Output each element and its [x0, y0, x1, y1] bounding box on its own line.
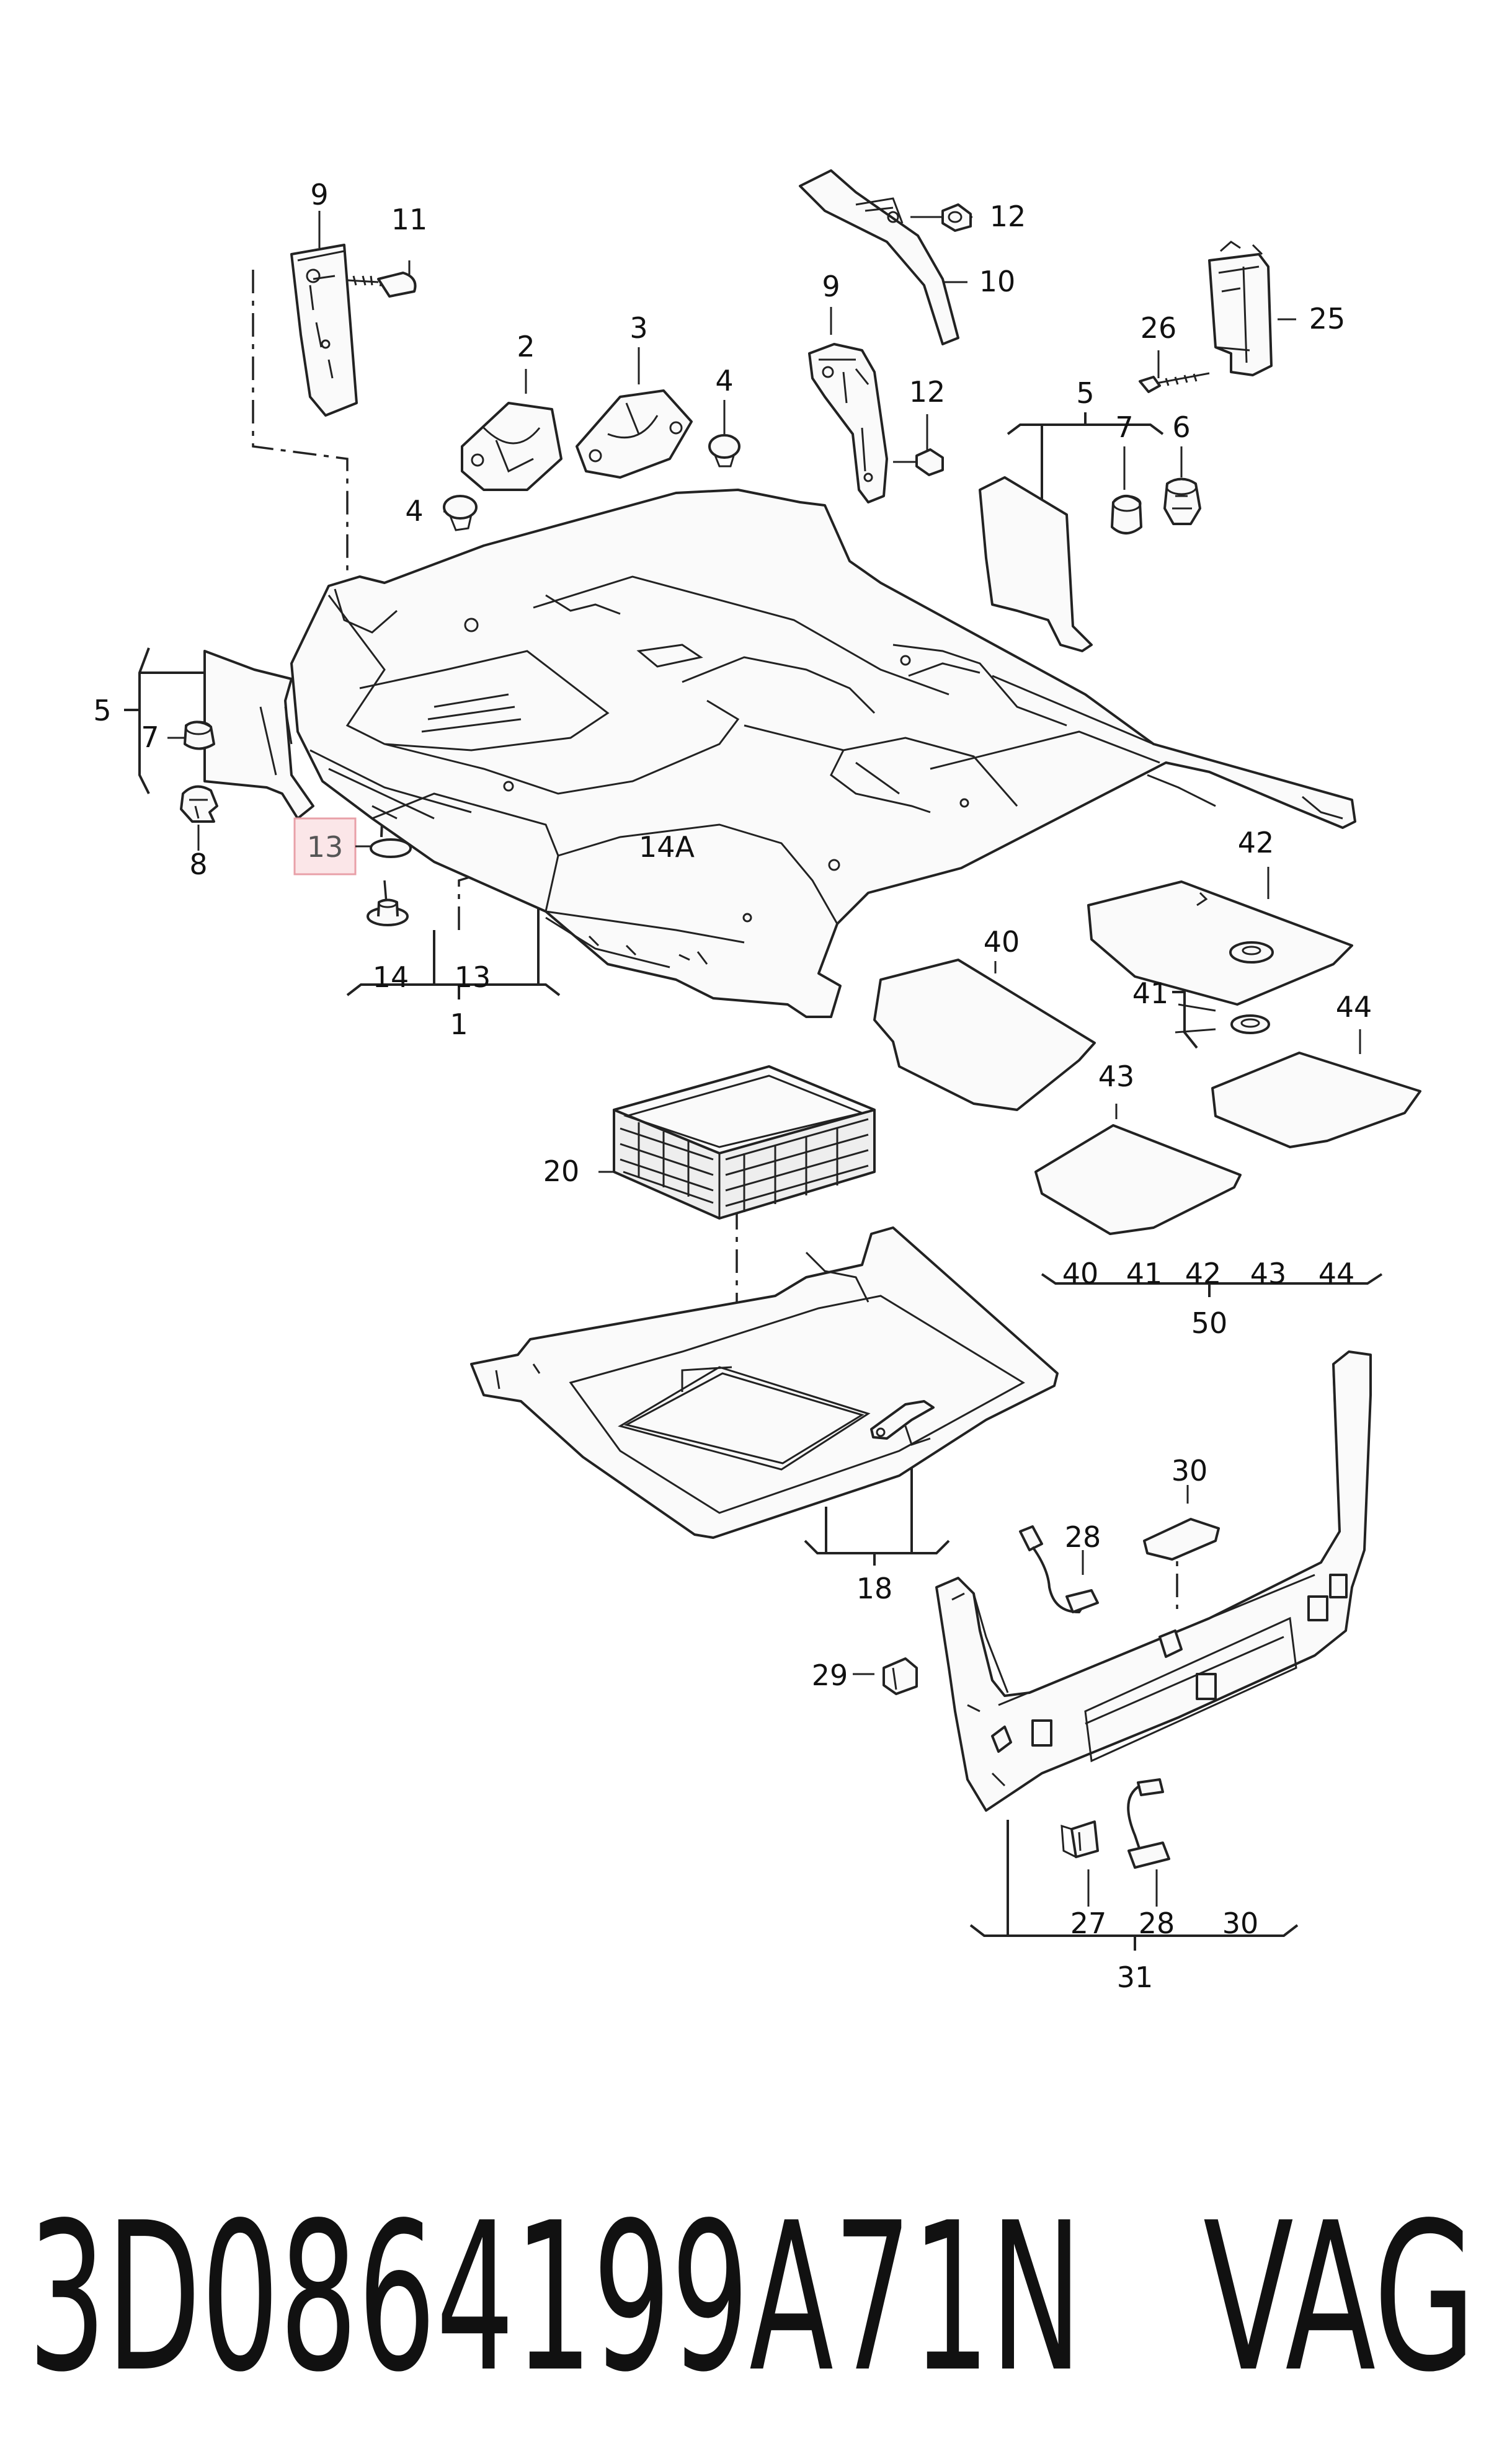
label-44: 44	[1336, 990, 1372, 1024]
part-30-cover	[1143, 1518, 1220, 1561]
part-11-bolt	[347, 272, 417, 298]
bracket-18	[804, 1438, 950, 1566]
label-10: 10	[979, 265, 1016, 298]
label-4b: 4	[405, 494, 423, 528]
part-9-bracket-right	[808, 343, 888, 503]
part-31-rear-trim	[935, 1350, 1372, 1812]
label-29: 29	[812, 1659, 848, 1692]
part-6-plug	[1163, 477, 1201, 525]
part-9-bracket-left	[290, 244, 358, 417]
label-40: 40	[984, 925, 1020, 959]
label-28b: 28	[1139, 1907, 1175, 1940]
part-3-bracket	[576, 389, 693, 479]
label-30a: 30	[1172, 1454, 1208, 1487]
label-27: 27	[1070, 1907, 1107, 1940]
label-8: 8	[189, 848, 207, 881]
label-14: 14	[373, 960, 409, 994]
part-1-floor-carpet	[290, 489, 1356, 1018]
label-25: 25	[1309, 302, 1346, 335]
label-7b: 7	[1115, 410, 1133, 444]
bracket-31	[969, 1820, 1299, 1951]
label-50-43: 43	[1250, 1257, 1287, 1290]
bracket-5-right	[1007, 412, 1164, 508]
label-5b: 5	[1076, 376, 1094, 410]
label-6: 6	[1172, 410, 1190, 444]
label-4a: 4	[715, 364, 733, 397]
part-26-screw	[1139, 372, 1210, 393]
part-28-cable-upper	[1019, 1525, 1099, 1614]
part-25-bracket	[1208, 241, 1273, 376]
label-7a: 7	[141, 720, 159, 754]
label-31: 31	[1117, 1961, 1154, 1994]
part-29-clip	[883, 1657, 918, 1695]
bracket-50	[1041, 1273, 1383, 1297]
part-28-cable-lower	[1127, 1778, 1170, 1869]
part-8-clip	[180, 785, 218, 823]
part-20-crate	[613, 1065, 876, 1220]
label-3: 3	[629, 311, 647, 345]
part-5-panel-left	[203, 650, 314, 820]
part-18-tray	[470, 1226, 1059, 1539]
label-50-40: 40	[1062, 1257, 1099, 1290]
label-18: 18	[856, 1572, 893, 1605]
label-28a: 28	[1065, 1520, 1101, 1554]
label-41: 41	[1132, 977, 1169, 1010]
label-14A: 14A	[639, 830, 695, 864]
bracket-1	[346, 880, 561, 999]
label-50-42: 42	[1185, 1257, 1222, 1290]
bracket-5-left	[124, 647, 205, 794]
label-12a: 12	[990, 200, 1026, 233]
label-11: 11	[391, 203, 428, 236]
label-50-41: 41	[1126, 1257, 1163, 1290]
label-5a: 5	[93, 694, 111, 727]
label-50: 50	[1191, 1306, 1228, 1340]
label-26: 26	[1141, 311, 1177, 345]
part-43-mat	[1034, 1124, 1242, 1235]
part-44-mat	[1211, 1052, 1421, 1148]
part-2-bracket	[461, 402, 562, 491]
label-9b: 9	[822, 270, 840, 303]
label-50-44: 44	[1318, 1257, 1355, 1290]
part-42-mat	[1087, 880, 1353, 1006]
highlight-box-13	[293, 817, 357, 875]
part-7-plug-right	[1111, 495, 1142, 534]
brand-label: VAG	[1203, 2179, 1476, 2417]
part-4-clip-a	[443, 495, 478, 531]
label-13-highlight: 13	[307, 830, 344, 864]
part-12-nut-b	[893, 448, 944, 476]
part-27-clip	[1060, 1820, 1099, 1858]
label-30b: 30	[1222, 1907, 1259, 1940]
part-12-nut-a	[941, 203, 972, 232]
label-12b: 12	[909, 375, 946, 409]
part-10-trim	[799, 169, 959, 345]
part-number: 3D0864199A71N	[28, 2179, 1082, 2417]
part-14-grommet	[367, 898, 409, 926]
label-9a: 9	[310, 178, 328, 211]
label-43: 43	[1098, 1060, 1135, 1093]
part-5-panel-right	[979, 476, 1093, 652]
label-1: 1	[450, 1008, 468, 1041]
label-13: 13	[455, 960, 491, 994]
part-7-plug-left	[184, 720, 215, 750]
label-42: 42	[1238, 826, 1274, 859]
part-40-mat	[873, 959, 1096, 1111]
label-2: 2	[517, 330, 535, 363]
part-4-clip-b	[708, 434, 740, 468]
label-20: 20	[543, 1154, 580, 1188]
part-41-grommet	[1230, 1014, 1270, 1034]
